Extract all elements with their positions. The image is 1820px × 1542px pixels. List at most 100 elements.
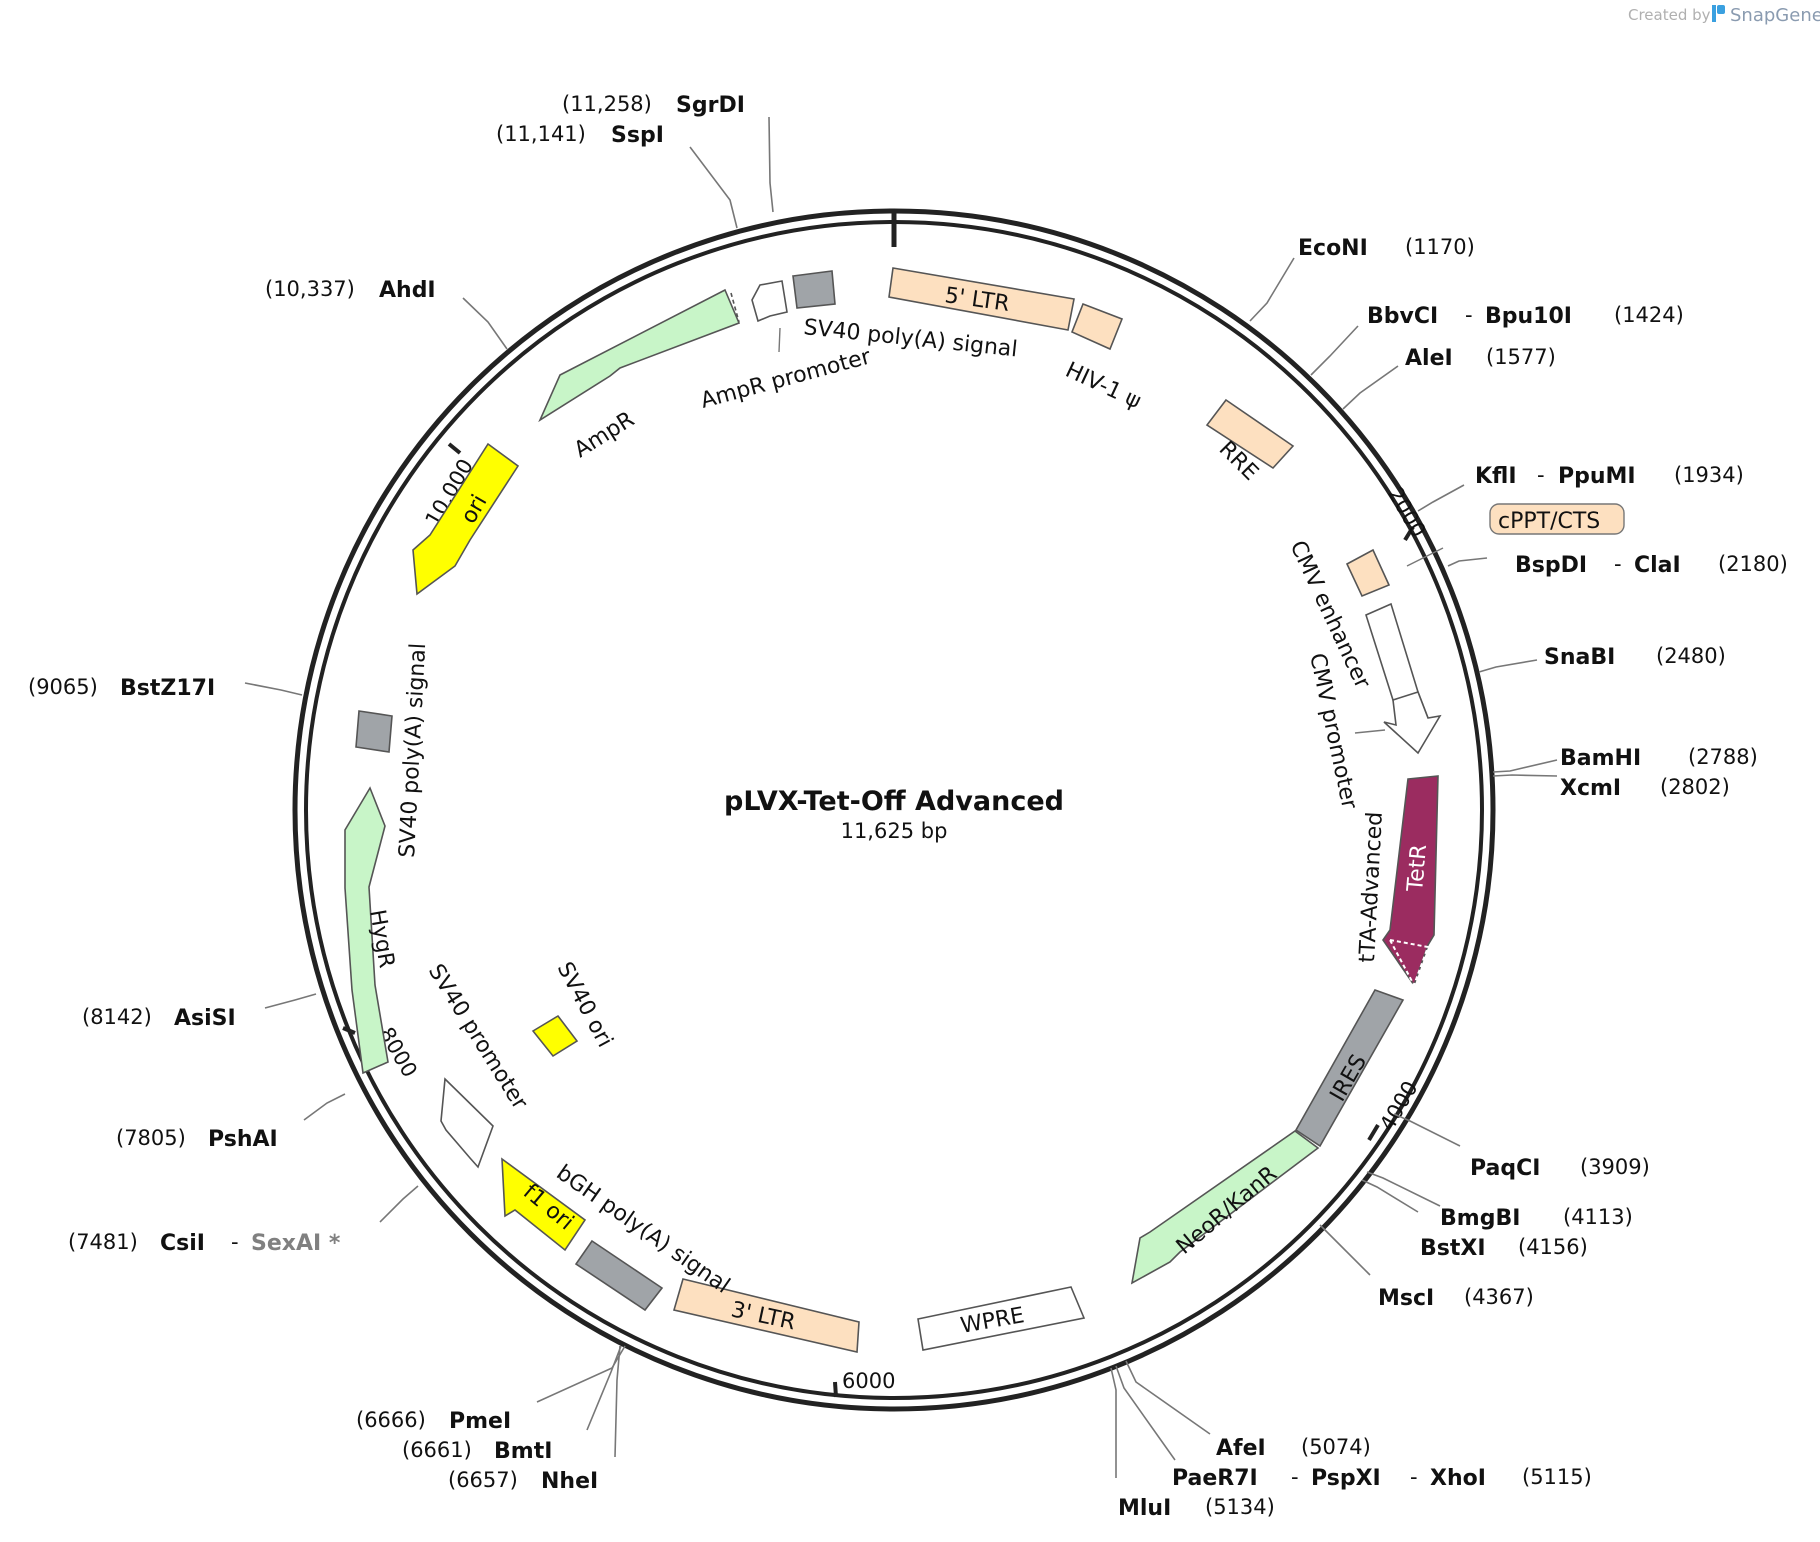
svg-text:SspI: SspI xyxy=(611,123,664,148)
feature-neor-kanr xyxy=(1130,1130,1320,1285)
feature-sv40-polya-left xyxy=(355,710,393,753)
svg-text:KflI: KflI xyxy=(1475,464,1517,489)
svg-text:PmeI: PmeI xyxy=(449,1409,511,1434)
site-afei: AfeI (5074) xyxy=(1216,1435,1371,1461)
svg-text:EcoNI: EcoNI xyxy=(1298,236,1368,261)
svg-text:AleI: AleI xyxy=(1405,346,1453,371)
svg-text:BmgBI: BmgBI xyxy=(1440,1206,1520,1231)
site-bbvci-bpu10i: BbvCI - Bpu10I (1424) xyxy=(1367,303,1684,329)
svg-text:PaqCI: PaqCI xyxy=(1470,1156,1540,1181)
feature-ires xyxy=(1294,989,1405,1148)
feature-tetr xyxy=(1382,775,1439,988)
svg-text:(5115): (5115) xyxy=(1522,1465,1592,1489)
svg-text:ClaI: ClaI xyxy=(1634,553,1681,578)
svg-text:(5134): (5134) xyxy=(1205,1495,1275,1519)
svg-text:(5074): (5074) xyxy=(1301,1435,1371,1459)
svg-text:AhdI: AhdI xyxy=(379,278,436,303)
svg-text:SexAI *: SexAI * xyxy=(251,1231,341,1256)
label-ampr-promoter: AmpR promoter xyxy=(698,344,874,414)
svg-text:(8142): (8142) xyxy=(82,1005,152,1029)
svg-text:-: - xyxy=(231,1230,239,1254)
feature-leader-lines xyxy=(778,327,1444,734)
svg-text:Bpu10I: Bpu10I xyxy=(1485,304,1572,329)
svg-text:XhoI: XhoI xyxy=(1430,1466,1486,1491)
svg-text:BstZ17I: BstZ17I xyxy=(120,676,215,701)
svg-text:(6657): (6657) xyxy=(448,1468,518,1492)
watermark-created-by: Created by xyxy=(1628,6,1711,24)
site-econi: EcoNI (1170) xyxy=(1298,235,1475,261)
site-sgrdi: (11,258) SgrDI xyxy=(562,92,745,118)
restriction-sites: (11,258) SgrDI (11,141) SspI (10,337) Ah… xyxy=(28,92,1788,1521)
site-ahdi: (10,337) AhdI xyxy=(265,277,436,303)
svg-text:-: - xyxy=(1537,463,1545,487)
watermark-brand: SnapGene xyxy=(1730,5,1820,26)
site-paqci: PaqCI (3909) xyxy=(1470,1155,1650,1181)
feature-sv40-promoter xyxy=(440,1077,494,1169)
svg-text:(10,337): (10,337) xyxy=(265,277,355,301)
svg-text:PspXI: PspXI xyxy=(1311,1466,1381,1491)
svg-text:cPPT/CTS: cPPT/CTS xyxy=(1498,509,1600,534)
svg-text:(4156): (4156) xyxy=(1518,1235,1588,1259)
site-pmei: (6666) PmeI xyxy=(356,1408,511,1434)
label-tetr: TetR xyxy=(1403,843,1432,893)
feature-wpre xyxy=(917,1286,1086,1351)
site-pshai: (7805) PshAI xyxy=(116,1126,278,1152)
feature-hygr xyxy=(344,786,389,1075)
svg-text:BmtI: BmtI xyxy=(494,1439,552,1464)
svg-text:PpuMI: PpuMI xyxy=(1558,464,1636,489)
site-xcmi: XcmI (2802) xyxy=(1560,775,1730,801)
scale-ticks xyxy=(342,442,1415,1398)
site-csii-sexai: (7481) CsiI - SexAI * xyxy=(68,1230,341,1256)
features xyxy=(344,267,1442,1353)
site-paer7i-pspxi-xhoi: PaeR7I - PspXI - XhoI (5115) xyxy=(1172,1465,1592,1491)
tick-label-6000: 6000 xyxy=(842,1369,895,1393)
site-bmgbi: BmgBI (4113) xyxy=(1440,1205,1633,1231)
svg-text:(3909): (3909) xyxy=(1580,1155,1650,1179)
feature-5-ltr xyxy=(888,267,1075,331)
svg-text:(6661): (6661) xyxy=(402,1438,472,1462)
site-leader-lines xyxy=(244,116,1558,1478)
svg-text:PaeR7I: PaeR7I xyxy=(1172,1466,1258,1491)
snapgene-logo-icon xyxy=(1712,5,1725,22)
plasmid-name: pLVX-Tet-Off Advanced xyxy=(724,786,1064,817)
svg-text:(4113): (4113) xyxy=(1563,1205,1633,1229)
svg-text:CsiI: CsiI xyxy=(160,1231,205,1256)
site-nhei: (6657) NheI xyxy=(448,1468,598,1494)
svg-text:AfeI: AfeI xyxy=(1216,1436,1266,1461)
svg-text:BstXI: BstXI xyxy=(1420,1236,1486,1261)
svg-text:-: - xyxy=(1291,1465,1299,1489)
svg-text:BbvCI: BbvCI xyxy=(1367,304,1438,329)
feature-ampr-promoter xyxy=(751,280,788,323)
site-mlui: MluI (5134) xyxy=(1118,1495,1275,1521)
site-bstz17i: (9065) BstZ17I xyxy=(28,675,215,701)
svg-text:XcmI: XcmI xyxy=(1560,776,1621,801)
svg-text:AsiSI: AsiSI xyxy=(174,1006,236,1031)
svg-text:NheI: NheI xyxy=(541,1469,598,1494)
svg-text:-: - xyxy=(1410,1465,1418,1489)
svg-text:(4367): (4367) xyxy=(1464,1285,1534,1309)
label-ampr: AmpR xyxy=(570,407,639,463)
svg-text:(2180): (2180) xyxy=(1718,552,1788,576)
svg-text:SgrDI: SgrDI xyxy=(676,93,745,118)
site-kfli-ppumi: KflI - PpuMI (1934) xyxy=(1475,463,1744,489)
tick-label-2000: 2000 xyxy=(1383,483,1431,541)
feature-f1-ori xyxy=(501,1157,587,1252)
feature-sv40-polya-top xyxy=(792,270,836,309)
svg-text:-: - xyxy=(1465,303,1473,327)
label-cppt-cts-box: cPPT/CTS xyxy=(1489,503,1625,535)
site-bstxi: BstXI (4156) xyxy=(1420,1235,1588,1261)
svg-text:(1170): (1170) xyxy=(1405,235,1475,259)
svg-text:MscI: MscI xyxy=(1378,1286,1434,1311)
svg-text:BamHI: BamHI xyxy=(1560,746,1641,771)
feature-cmv-promoter xyxy=(1383,691,1442,755)
svg-text:(7805): (7805) xyxy=(116,1126,186,1150)
svg-text:MluI: MluI xyxy=(1118,1496,1171,1521)
svg-text:(6666): (6666) xyxy=(356,1408,426,1432)
svg-text:(1934): (1934) xyxy=(1674,463,1744,487)
svg-text:(1577): (1577) xyxy=(1486,345,1556,369)
site-sspi: (11,141) SspI xyxy=(496,122,664,148)
site-bamhi: BamHI (2788) xyxy=(1560,745,1758,771)
label-sv40-promoter: SV40 promoter xyxy=(423,960,533,1115)
svg-text:BspDI: BspDI xyxy=(1515,553,1587,578)
